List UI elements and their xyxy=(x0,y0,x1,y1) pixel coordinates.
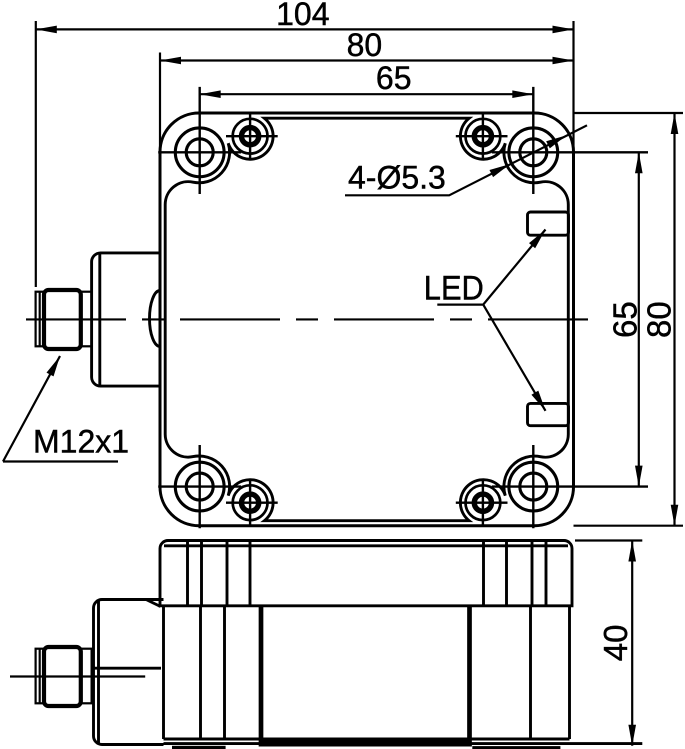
svg-text:65: 65 xyxy=(376,60,412,96)
svg-text:4-Ø5.3: 4-Ø5.3 xyxy=(348,160,446,196)
svg-text:104: 104 xyxy=(276,0,329,32)
svg-text:65: 65 xyxy=(607,301,644,338)
svg-text:40: 40 xyxy=(597,625,634,662)
svg-text:LED: LED xyxy=(424,269,484,307)
svg-text:M12x1: M12x1 xyxy=(33,424,129,460)
svg-text:80: 80 xyxy=(641,301,678,338)
svg-text:80: 80 xyxy=(347,27,383,63)
